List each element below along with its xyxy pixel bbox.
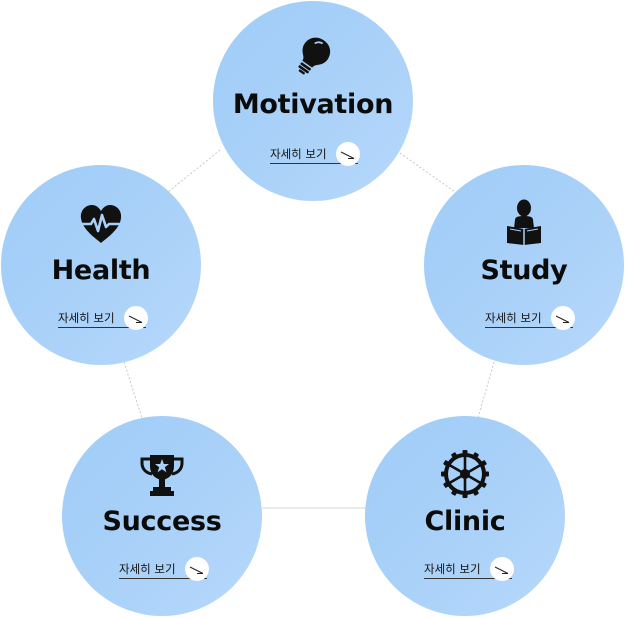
study-more-underline bbox=[485, 327, 573, 328]
success-title: Success bbox=[102, 506, 222, 537]
clinic-more-link[interactable]: 자세히 보기 bbox=[424, 557, 516, 581]
success-circle[interactable]: Success 자세히 보기 bbox=[62, 416, 262, 616]
success-more-link[interactable]: 자세히 보기 bbox=[119, 557, 211, 581]
trophy-icon bbox=[140, 455, 184, 496]
motivation-more-link[interactable]: 자세히 보기 bbox=[270, 142, 362, 166]
health-more-label: 자세히 보기 bbox=[58, 311, 115, 325]
arrow-icon bbox=[490, 557, 514, 581]
success-more-underline bbox=[119, 578, 207, 579]
arrow-icon bbox=[551, 306, 575, 330]
reading-person-icon bbox=[507, 199, 541, 245]
heartbeat-icon bbox=[80, 205, 122, 243]
clinic-title: Clinic bbox=[424, 506, 506, 537]
success-more-label: 자세히 보기 bbox=[119, 562, 176, 576]
study-title: Study bbox=[480, 255, 568, 286]
clinic-more-underline bbox=[424, 578, 512, 579]
health-more-link[interactable]: 자세히 보기 bbox=[58, 306, 150, 330]
motivation-title: Motivation bbox=[232, 89, 394, 120]
clinic-more-label: 자세히 보기 bbox=[424, 562, 481, 576]
arrow-icon bbox=[185, 557, 209, 581]
health-title: Health bbox=[51, 255, 151, 286]
gear-icon bbox=[441, 450, 489, 498]
motivation-more-underline bbox=[270, 163, 358, 164]
health-circle[interactable]: Health 자세히 보기 bbox=[1, 165, 201, 365]
health-more-underline bbox=[58, 327, 146, 328]
study-circle[interactable]: Study 자세히 보기 bbox=[424, 165, 624, 365]
study-more-link[interactable]: 자세히 보기 bbox=[485, 306, 577, 330]
arrow-icon bbox=[336, 142, 360, 166]
arrow-icon bbox=[124, 306, 148, 330]
motivation-more-label: 자세히 보기 bbox=[270, 147, 327, 161]
lightbulb-icon bbox=[298, 37, 331, 75]
study-more-label: 자세히 보기 bbox=[485, 311, 542, 325]
clinic-circle[interactable]: Clinic 자세히 보기 bbox=[365, 416, 565, 616]
motivation-circle[interactable]: Motivation 자세히 보기 bbox=[213, 1, 413, 201]
